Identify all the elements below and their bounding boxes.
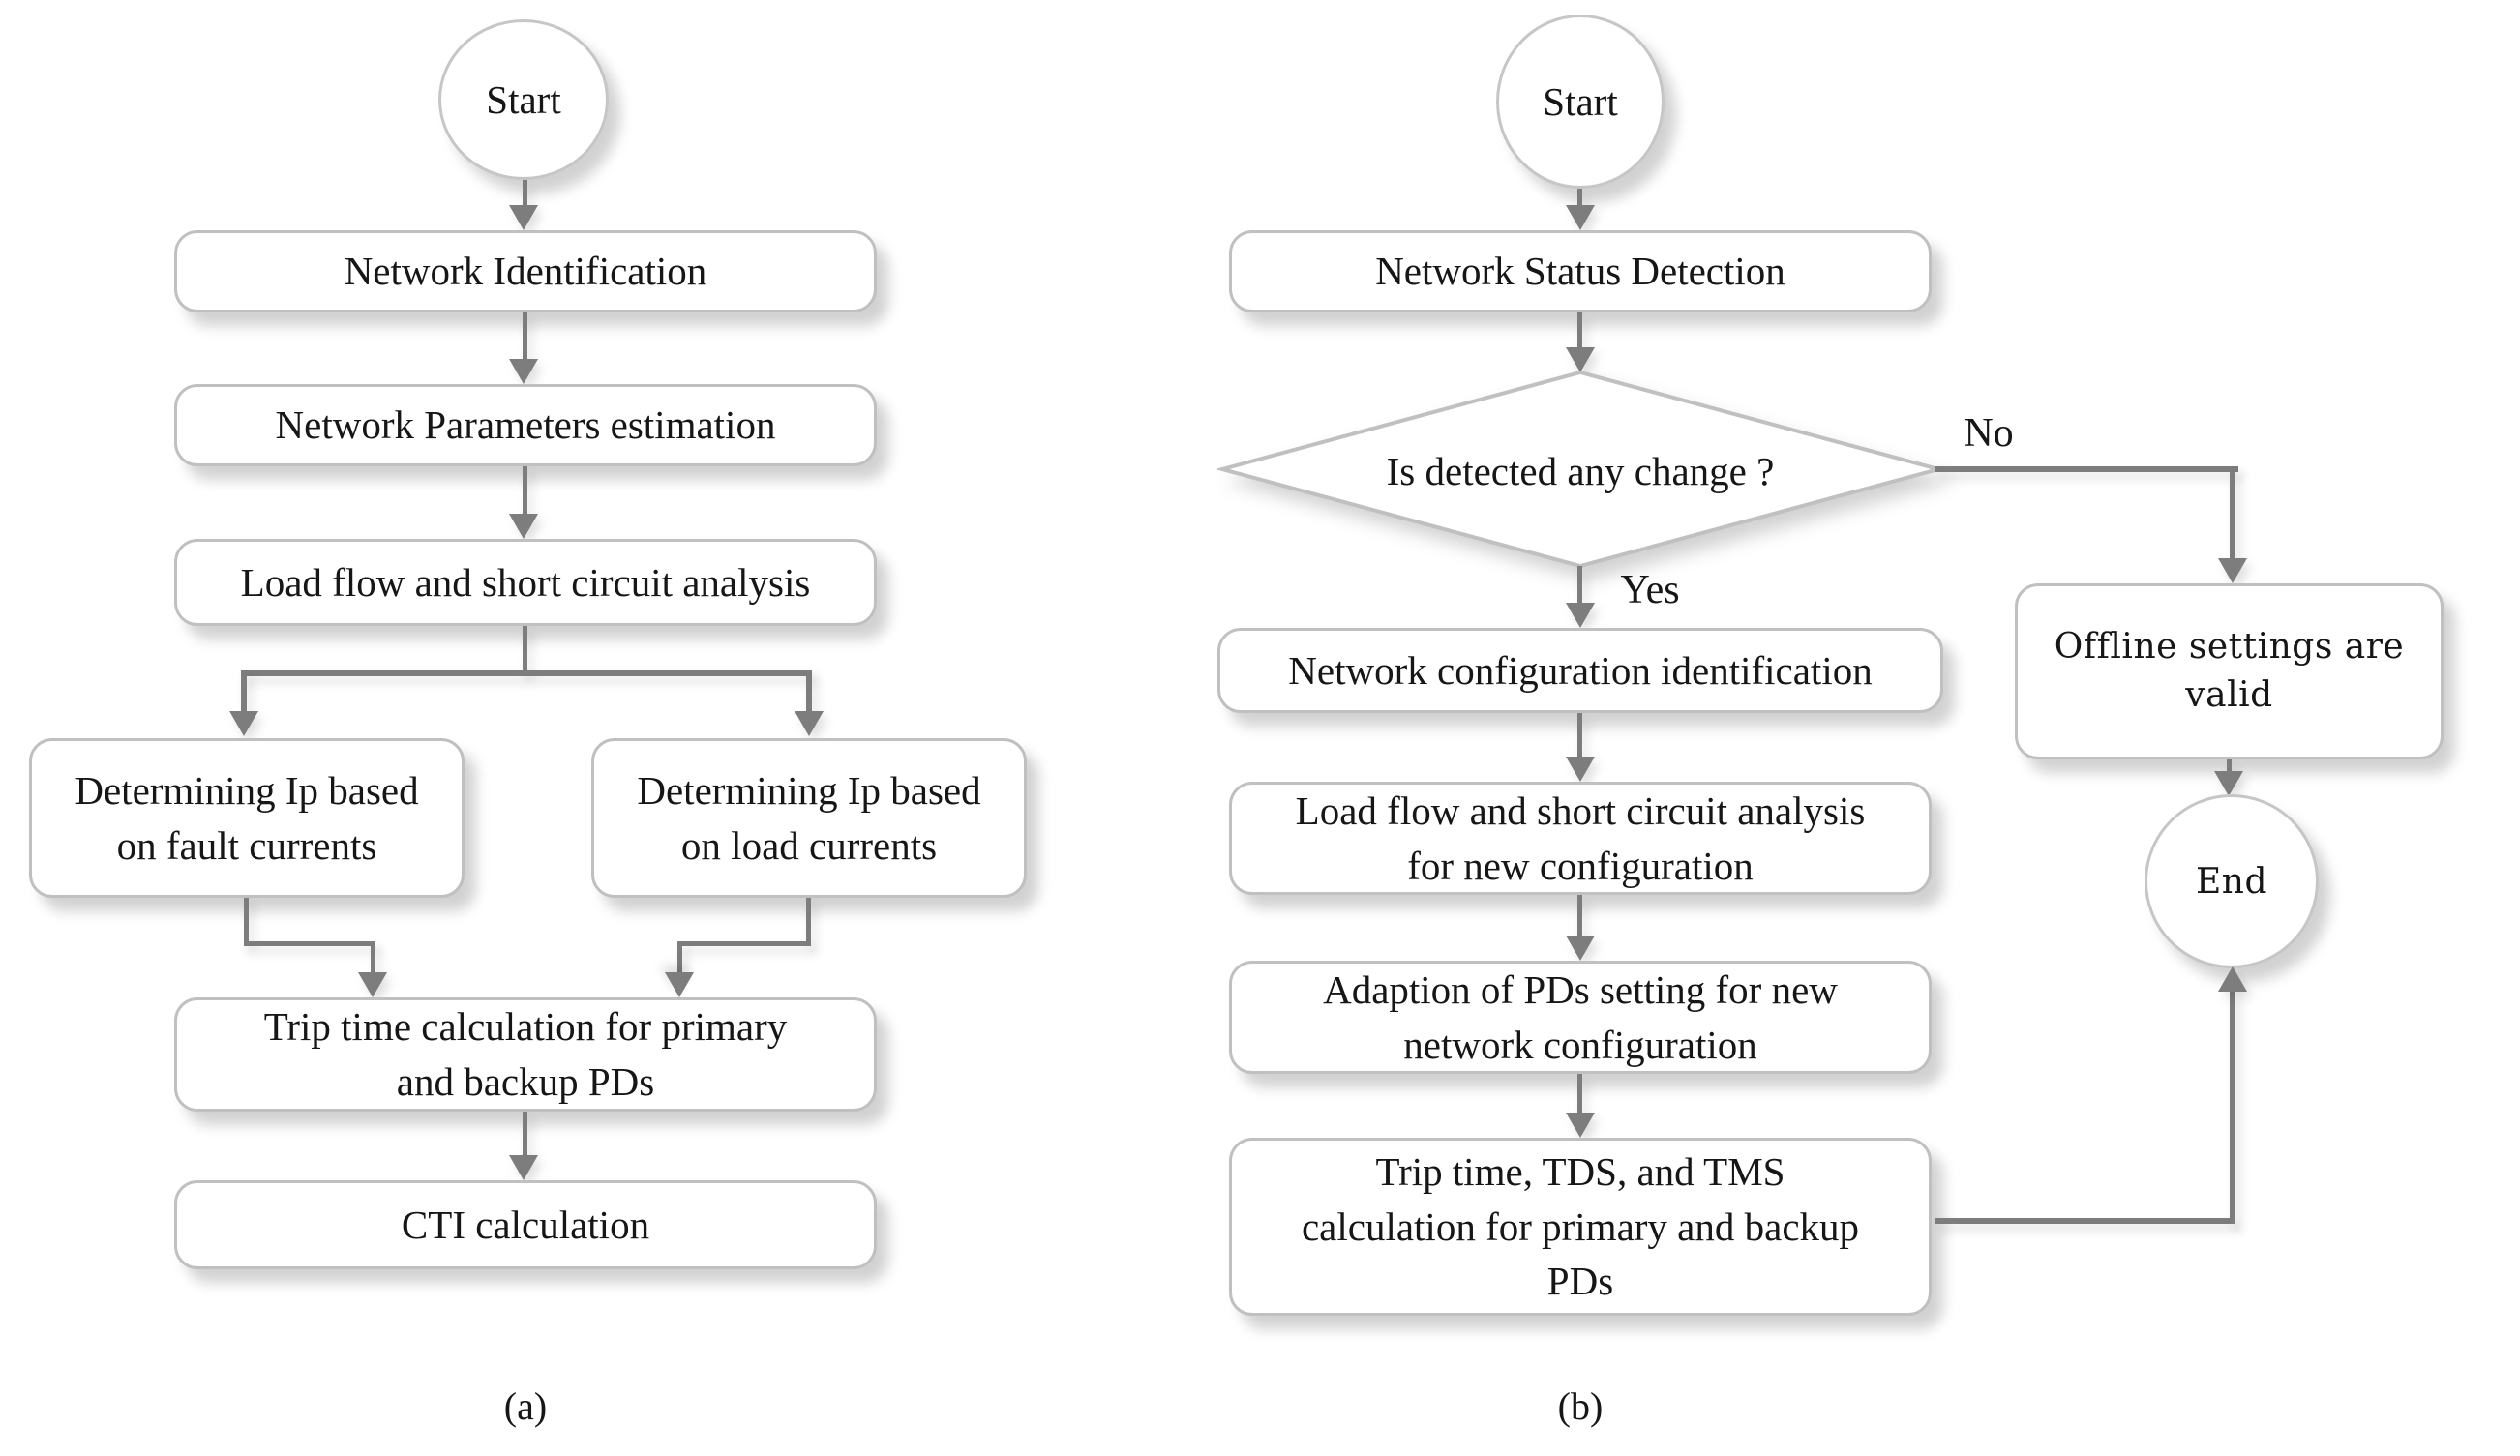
process-box-network-status-detection: Network Status Detection bbox=[1229, 230, 1932, 312]
process-box-load-flow-short-circuit: Load flow and short circuit analysis bbox=[174, 539, 877, 626]
start-label-a: Start bbox=[486, 77, 561, 122]
process-label: Determining Ip based on fault currents bbox=[75, 767, 419, 868]
connector-line bbox=[1577, 895, 1582, 937]
process-label: Network Parameters estimation bbox=[275, 402, 776, 448]
arrowhead-down-icon bbox=[1566, 757, 1595, 782]
connector-line bbox=[1935, 1218, 2235, 1224]
process-box-cti-calculation: CTI calculation bbox=[174, 1180, 877, 1269]
process-label: Network configuration identification bbox=[1288, 647, 1873, 693]
end-label: End bbox=[2195, 861, 2267, 902]
process-box-network-identification: Network Identification bbox=[174, 230, 877, 312]
connector-line bbox=[523, 312, 527, 361]
connector-line bbox=[244, 941, 375, 946]
arrowhead-down-icon bbox=[509, 514, 538, 539]
process-box-load-flow-new-configuration: Load flow and short circuit analysis for… bbox=[1229, 782, 1932, 895]
process-box-determining-ip-fault: Determining Ip based on fault currents bbox=[29, 738, 465, 898]
connector-line bbox=[523, 180, 527, 207]
process-box-network-configuration-identification: Network configuration identification bbox=[1217, 628, 1943, 713]
start-label-b: Start bbox=[1543, 79, 1618, 124]
process-label: Load flow and short circuit analysis for… bbox=[1295, 787, 1866, 888]
arrowhead-down-icon bbox=[2218, 558, 2247, 583]
no-edge-label: No bbox=[1964, 411, 2014, 456]
arrowhead-down-icon bbox=[509, 205, 538, 230]
arrowhead-down-icon bbox=[665, 972, 694, 997]
arrowhead-down-icon bbox=[1566, 205, 1595, 230]
arrowhead-down-icon bbox=[509, 1155, 538, 1180]
process-box-offline-settings-valid: Offline settings are valid bbox=[2015, 583, 2444, 759]
no-branch-line bbox=[2230, 466, 2235, 560]
process-label: Offline settings are valid bbox=[2054, 627, 2405, 715]
connector-line bbox=[1577, 312, 1582, 349]
process-box-adaption-pds-setting: Adaption of PDs setting for new network … bbox=[1229, 961, 1932, 1074]
decision-diamond-change-detected: Is detected any change ? bbox=[1217, 370, 1943, 573]
connector-line bbox=[523, 626, 527, 676]
arrowhead-down-icon bbox=[229, 711, 258, 736]
connector-line bbox=[244, 898, 249, 946]
connector-line bbox=[677, 941, 811, 946]
process-box-determining-ip-load: Determining Ip based on load currents bbox=[591, 738, 1027, 898]
connector-line bbox=[241, 670, 247, 713]
connector-line bbox=[2227, 759, 2232, 773]
connector-line bbox=[523, 466, 527, 516]
arrowhead-down-icon bbox=[509, 359, 538, 384]
process-label: Determining Ip based on load currents bbox=[637, 767, 981, 868]
process-label: Network Identification bbox=[344, 249, 707, 294]
connector-line bbox=[806, 898, 811, 946]
panel-b-caption: (b) bbox=[1557, 1384, 1604, 1428]
process-label: Load flow and short circuit analysis bbox=[240, 559, 811, 605]
panel-a-caption: (a) bbox=[503, 1384, 548, 1428]
fork-bar bbox=[241, 670, 812, 676]
arrowhead-down-icon bbox=[1566, 936, 1595, 961]
arrowhead-down-icon bbox=[1566, 603, 1595, 628]
connector-line bbox=[1577, 713, 1582, 758]
connector-line bbox=[523, 1112, 527, 1157]
end-terminal: End bbox=[2145, 794, 2319, 968]
arrowhead-down-icon bbox=[795, 711, 824, 736]
connector-line bbox=[1577, 566, 1582, 605]
arrowhead-down-icon bbox=[1566, 1113, 1595, 1138]
connector-line bbox=[371, 941, 375, 974]
arrowhead-down-icon bbox=[358, 972, 387, 997]
connector-line bbox=[677, 941, 682, 974]
process-label: Network Status Detection bbox=[1375, 249, 1785, 294]
connector-line bbox=[1577, 1074, 1582, 1114]
no-branch-line bbox=[1935, 466, 2238, 472]
start-terminal-b: Start bbox=[1496, 15, 1665, 189]
arrowhead-up-icon bbox=[2218, 966, 2247, 992]
arrowhead-down-icon bbox=[1566, 347, 1595, 372]
start-terminal-a: Start bbox=[438, 19, 609, 180]
process-label: Adaption of PDs setting for new network … bbox=[1323, 966, 1838, 1067]
connector-line bbox=[2230, 992, 2235, 1224]
process-label: Trip time, TDS, and TMS calculation for … bbox=[1301, 1149, 1860, 1304]
arrowhead-down-icon bbox=[2214, 771, 2243, 796]
process-box-trip-time-tds-tms: Trip time, TDS, and TMS calculation for … bbox=[1229, 1138, 1932, 1316]
decision-label: Is detected any change ? bbox=[1386, 449, 1775, 493]
process-label: Trip time calculation for primary and ba… bbox=[263, 1004, 788, 1104]
process-label: CTI calculation bbox=[401, 1202, 650, 1247]
yes-edge-label: Yes bbox=[1620, 568, 1680, 612]
connector-line bbox=[806, 670, 812, 713]
process-box-trip-time-calculation: Trip time calculation for primary and ba… bbox=[174, 997, 877, 1112]
process-box-network-parameters-estimation: Network Parameters estimation bbox=[174, 384, 877, 466]
connector-line bbox=[1577, 189, 1582, 207]
